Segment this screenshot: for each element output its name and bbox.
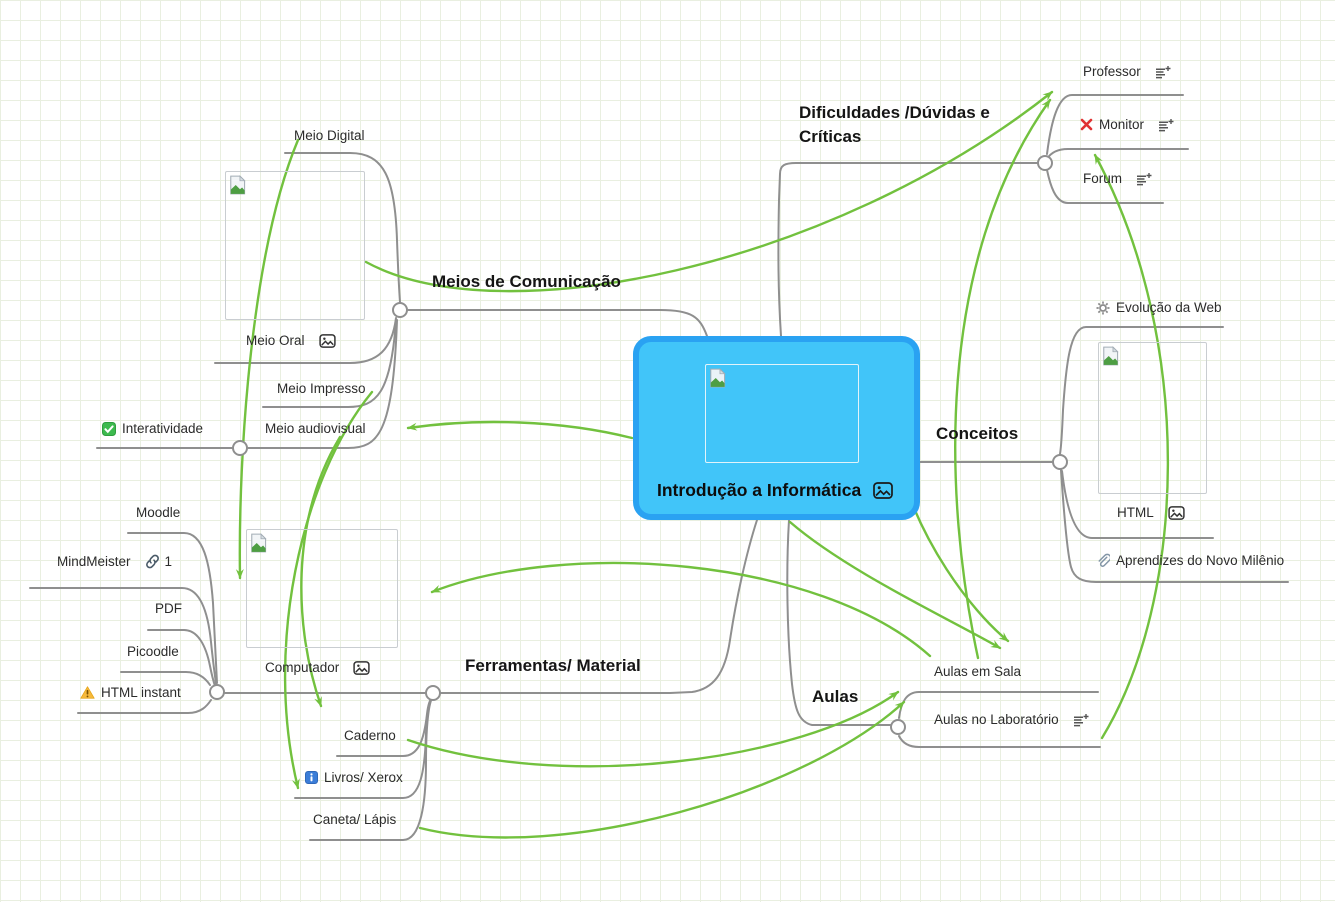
branch-meio-digital bbox=[284, 152, 401, 303]
html-image[interactable] bbox=[1098, 342, 1207, 494]
branch-meio-oral bbox=[214, 317, 397, 364]
branch-aulas bbox=[786, 519, 891, 726]
node-html-instant[interactable]: HTML instant bbox=[80, 685, 181, 700]
notes-icon[interactable] bbox=[1136, 172, 1152, 186]
arrow-meio-impresso-to-livros bbox=[283, 390, 374, 790]
root-title: Introdução a Informática bbox=[657, 480, 862, 500]
node-dificuldades[interactable]: Dificuldades /Dúvidas e Críticas bbox=[799, 103, 990, 146]
node-computador[interactable]: Computador bbox=[265, 660, 370, 675]
red-x-icon bbox=[1080, 118, 1093, 131]
branch-html-instant bbox=[77, 699, 212, 714]
node-forum[interactable]: Forum bbox=[1083, 171, 1152, 186]
branch-meio-audiovisual bbox=[96, 319, 398, 449]
arrow-root-to-aulas-sala bbox=[788, 520, 1002, 650]
branch-html bbox=[1061, 470, 1214, 539]
info-icon bbox=[305, 771, 318, 784]
branch-meios bbox=[399, 309, 708, 337]
arrow-aulas-lab-to-monitor bbox=[1093, 153, 1170, 740]
node-meio-impresso[interactable]: Meio Impresso bbox=[277, 381, 366, 396]
toggle-conceitos[interactable] bbox=[1052, 454, 1068, 470]
node-professor[interactable]: Professor bbox=[1083, 64, 1171, 79]
branch-aprendizes bbox=[1060, 469, 1289, 583]
branch-meio-impresso bbox=[262, 319, 397, 408]
arrow-aulas-sala-to-computador bbox=[430, 561, 932, 658]
node-meios[interactable]: Meios de Comunicação bbox=[432, 272, 621, 291]
broken-image-icon bbox=[1102, 346, 1119, 371]
node-interatividade[interactable]: Interatividade bbox=[102, 421, 203, 436]
arrow-caneta-to-aulas bbox=[418, 700, 906, 839]
arrow-meio-oral-to-professor bbox=[364, 90, 1054, 293]
toggle-computador[interactable] bbox=[209, 684, 225, 700]
root-image[interactable] bbox=[705, 364, 859, 463]
node-caderno[interactable]: Caderno bbox=[344, 728, 396, 743]
branch-ferramentas bbox=[440, 519, 758, 694]
branch-mindmeister bbox=[29, 587, 217, 685]
warning-icon bbox=[80, 686, 95, 699]
notes-icon[interactable] bbox=[1155, 65, 1171, 79]
node-root[interactable]: Introdução a Informática bbox=[633, 336, 920, 520]
gear-icon bbox=[1096, 301, 1110, 315]
arrow-root-to-meio-audiovisual bbox=[406, 420, 634, 440]
arrow-meio-digital-to-mindmeister bbox=[235, 138, 300, 580]
node-html[interactable]: HTML bbox=[1117, 505, 1185, 520]
node-aulas-sala[interactable]: Aulas em Sala bbox=[934, 664, 1022, 679]
node-aulas-lab[interactable]: Aulas no Laboratório bbox=[934, 712, 1089, 727]
branch-professor bbox=[1046, 94, 1184, 155]
arrow-aulas-sala-to-professor bbox=[954, 98, 1052, 660]
node-evolucao-web[interactable]: Evolução da Web bbox=[1096, 300, 1222, 315]
node-aprendizes[interactable]: Aprendizes do Novo Milênio bbox=[1096, 553, 1284, 568]
branch-forum bbox=[1046, 169, 1164, 204]
node-monitor[interactable]: Monitor bbox=[1080, 117, 1174, 132]
notes-icon[interactable] bbox=[1073, 713, 1089, 727]
notes-icon[interactable] bbox=[1158, 118, 1174, 132]
node-conceitos[interactable]: Conceitos bbox=[936, 424, 1019, 443]
node-moodle[interactable]: Moodle bbox=[136, 505, 181, 520]
arrow-meio-audiovisual-to-caderno bbox=[300, 435, 342, 708]
node-caneta[interactable]: Caneta/ Lápis bbox=[313, 812, 397, 827]
node-ferramentas[interactable]: Ferramentas/ Material bbox=[465, 656, 641, 675]
image-attachment-icon[interactable] bbox=[873, 482, 894, 499]
image-attachment-icon[interactable] bbox=[353, 660, 370, 675]
paperclip-icon bbox=[1096, 553, 1110, 568]
branch-dificuldades bbox=[777, 162, 1038, 337]
arrow-caderno-to-aulas bbox=[406, 690, 900, 768]
broken-image-icon bbox=[250, 533, 267, 558]
broken-image-icon bbox=[709, 368, 726, 393]
branch-aulas-lab bbox=[898, 735, 1101, 748]
node-mindmeister[interactable]: MindMeister 1 bbox=[57, 554, 173, 569]
node-aulas[interactable]: Aulas bbox=[812, 687, 859, 706]
toggle-ferramentas[interactable] bbox=[425, 685, 441, 701]
branch-aulas-sala bbox=[898, 691, 1099, 719]
computador-image[interactable] bbox=[246, 529, 398, 648]
node-picoodle[interactable]: Picoodle bbox=[127, 644, 179, 659]
node-pdf[interactable]: PDF bbox=[155, 601, 182, 616]
branch-evolucao bbox=[1059, 326, 1224, 455]
branch-pdf bbox=[147, 629, 216, 687]
node-meio-oral[interactable]: Meio Oral bbox=[246, 333, 336, 348]
node-livros[interactable]: Livros/ Xerox bbox=[305, 770, 403, 785]
link-count: 1 bbox=[164, 554, 173, 569]
node-meio-audiovisual[interactable]: Meio audiovisual bbox=[265, 421, 366, 436]
toggle-meios[interactable] bbox=[392, 302, 408, 318]
toggle-aulas[interactable] bbox=[890, 719, 906, 735]
toggle-meio-audiovisual[interactable] bbox=[232, 440, 248, 456]
toggle-dificuldades[interactable] bbox=[1037, 155, 1053, 171]
broken-image-icon bbox=[229, 175, 246, 200]
checkbox-icon bbox=[102, 421, 116, 436]
meio-oral-image[interactable] bbox=[225, 171, 365, 320]
branch-moodle bbox=[127, 532, 218, 684]
image-attachment-icon[interactable] bbox=[318, 333, 336, 348]
branch-picoodle bbox=[120, 671, 211, 686]
link-icon[interactable] bbox=[145, 554, 160, 569]
node-meio-digital[interactable]: Meio Digital bbox=[294, 128, 365, 143]
branch-caneta bbox=[309, 697, 433, 841]
image-attachment-icon[interactable] bbox=[1168, 505, 1185, 520]
